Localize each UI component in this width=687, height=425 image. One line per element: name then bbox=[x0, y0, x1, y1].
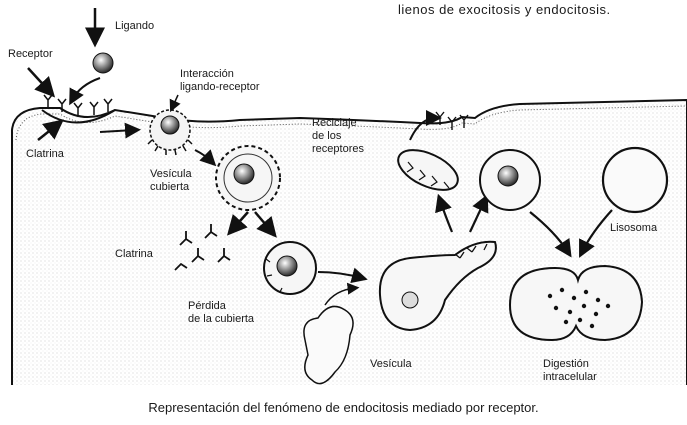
label-vesicula-cubierta: Vesícula cubierta bbox=[150, 168, 192, 194]
figure-caption: Representación del fenómeno de endocitos… bbox=[0, 400, 687, 415]
receptor-arrow bbox=[28, 68, 50, 92]
ligand-to-receptor-arrow bbox=[72, 78, 100, 100]
label-digestion: Digestión intracelular bbox=[543, 358, 597, 384]
late-endosome bbox=[480, 150, 540, 210]
label-vesicula: Vesícula bbox=[370, 358, 412, 371]
lysosome bbox=[603, 148, 667, 212]
label-receptor: Receptor bbox=[8, 48, 53, 61]
top-partial-text: lienos de exocitosis y endocitosis. bbox=[398, 2, 611, 17]
interaction-arrow bbox=[172, 95, 178, 108]
label-interaccion: Interacción ligando-receptor bbox=[180, 68, 260, 94]
label-ligando: Ligando bbox=[115, 20, 154, 33]
label-lisosoma: Lisosoma bbox=[610, 222, 657, 235]
coated-vesicle bbox=[216, 146, 280, 210]
label-reciclaje: Reciclaje de los receptores bbox=[312, 117, 364, 156]
uncoated-vesicle bbox=[264, 242, 316, 294]
label-perdida: Pérdida de la cubierta bbox=[188, 300, 254, 326]
ligand-ball bbox=[93, 53, 113, 73]
label-clatrina-mid: Clatrina bbox=[115, 248, 153, 261]
label-clatrina-top: Clatrina bbox=[26, 148, 64, 161]
